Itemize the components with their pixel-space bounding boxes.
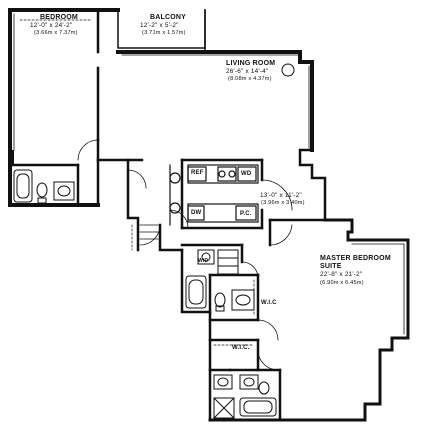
master-bedroom-dimensions: 22'-8" x 21'-2"	[320, 271, 363, 278]
interior-walls	[8, 10, 327, 422]
exterior-walls	[8, 8, 410, 422]
ref-label: REF	[191, 170, 204, 176]
bedroom-dimensions: 12'-0" x 24'-2"	[30, 22, 73, 29]
living-room-name: LIVING ROOM	[226, 60, 276, 67]
bedroom-metric: (3.66m x 7.37m)	[34, 30, 78, 36]
balcony-metric: (3.71m x 1.57m)	[142, 30, 186, 36]
pc-label: P.C.	[240, 211, 252, 217]
door-swings	[77, 139, 293, 371]
master-bath-fixtures	[213, 374, 277, 419]
entry-steps	[139, 224, 159, 240]
wd-laundry-label: W/D	[198, 258, 209, 264]
window-glazing	[13, 13, 405, 335]
bedroom-name: BEDROOM	[40, 14, 78, 21]
living-room-metric: (8.08m x 4.37m)	[228, 76, 272, 82]
bedroom-bath-fixtures	[13, 169, 75, 204]
master-bedroom-name: MASTER BEDROOM	[320, 255, 391, 262]
master-bedroom-suite: SUITE	[320, 263, 342, 270]
balcony-dimensions: 12'-2" x 5'-2"	[140, 22, 179, 29]
balcony-name: BALCONY	[150, 14, 187, 21]
walk-in-closet-label-2: W.I.C.	[232, 345, 250, 351]
kitchen-counters	[169, 164, 259, 226]
laundry-fixtures	[197, 249, 239, 275]
living-room-dimensions: 26'-6" x 14'-4"	[226, 68, 269, 75]
walk-in-closet-label-1: W.I.C	[261, 300, 277, 306]
dining-dimensions: 13'-0" x 11'-2"	[260, 192, 302, 199]
master-bedroom-metric: (6.90m x 6.45m)	[320, 280, 364, 286]
wd-label: WD	[241, 171, 252, 177]
bedroom-window-marks	[10, 150, 14, 165]
dw-label: DW	[191, 210, 202, 216]
column-marker	[281, 63, 295, 77]
dining-metric: (3.96m x 3.40m)	[261, 200, 305, 206]
central-bath-fixtures	[185, 275, 255, 312]
